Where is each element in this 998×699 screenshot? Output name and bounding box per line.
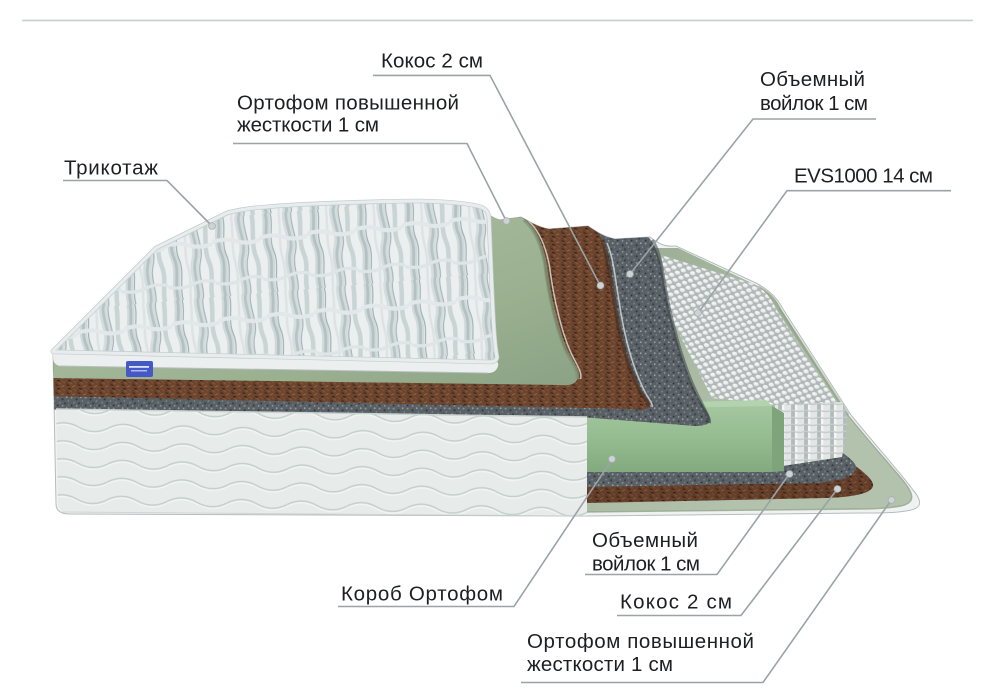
svg-text:Трикотаж: Трикотаж: [64, 157, 158, 180]
svg-text:Кокос 2 см: Кокос 2 см: [381, 49, 483, 72]
svg-text:EVS1000 14 см: EVS1000 14 см: [794, 165, 933, 188]
svg-text:Кокос 2 см: Кокос 2 см: [620, 591, 732, 614]
svg-text:жесткости 1 см: жесткости 1 см: [527, 653, 673, 676]
svg-text:Объемный: Объемный: [592, 529, 698, 552]
svg-text:Ортофом повышенной: Ортофом повышенной: [237, 92, 459, 115]
svg-text:Объемный: Объемный: [760, 68, 865, 91]
svg-text:жесткости 1 см: жесткости 1 см: [237, 114, 379, 137]
svg-text:Короб Ортофом: Короб Ортофом: [341, 583, 503, 606]
svg-text:войлок 1 см: войлок 1 см: [760, 92, 868, 115]
svg-text:Ортофом повышенной: Ортофом повышенной: [527, 630, 754, 653]
svg-text:войлок 1 см: войлок 1 см: [592, 553, 700, 576]
